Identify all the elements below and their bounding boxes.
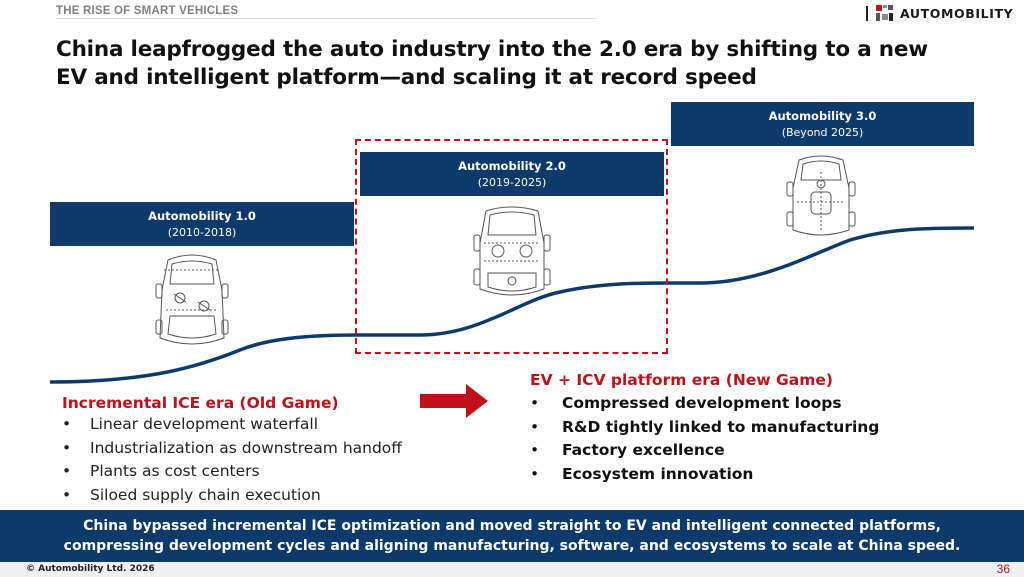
- automobility-logo-icon: [876, 5, 893, 21]
- era-years: (2010-2018): [167, 226, 237, 239]
- car-sketch-icon: [786, 155, 856, 236]
- list-item: Siloed supply chain execution: [62, 484, 482, 508]
- list-item: Industrialization as downstream handoff: [62, 437, 482, 461]
- era-name: Automobility 2.0: [458, 159, 566, 173]
- old-game-section: Incremental ICE era (Old Game) Linear de…: [62, 393, 482, 507]
- era-years: (Beyond 2025): [781, 126, 864, 139]
- car-sketch-icon: [155, 254, 229, 345]
- footer: © Automobility Ltd. 2026 36: [0, 562, 1024, 577]
- growth-curve-line: [49, 226, 975, 384]
- brand: AUTOMOBILITY: [866, 3, 1013, 23]
- page-title: China leapfrogged the auto industry into…: [56, 36, 986, 92]
- brand-name: AUTOMOBILITY: [900, 5, 1014, 21]
- era-years: (2019-2025): [477, 176, 547, 189]
- list-item: Linear development waterfall: [62, 413, 482, 437]
- highlight-frame-era-2: [355, 139, 668, 354]
- era-box-3: Automobility 3.0 (Beyond 2025): [671, 102, 974, 146]
- new-game-list: Compressed development loops R&D tightly…: [530, 392, 990, 486]
- summary-banner: China bypassed incremental ICE optimizat…: [0, 510, 1024, 562]
- old-game-list: Linear development waterfall Industriali…: [62, 413, 482, 507]
- list-item: Plants as cost centers: [62, 460, 482, 484]
- new-game-heading: EV + ICV platform era (New Game): [530, 371, 833, 389]
- banner-line-1: China bypassed incremental ICE optimizat…: [83, 518, 941, 534]
- era-box-2: Automobility 2.0 (2019-2025): [360, 152, 664, 196]
- right-arrow-icon: [420, 384, 488, 418]
- title-line-2: EV and intelligent platform—and scaling …: [56, 65, 757, 90]
- car-sketch-icon: [473, 206, 551, 296]
- list-item: Factory excellence: [530, 439, 990, 463]
- brand-divider: [866, 5, 868, 21]
- list-item: Ecosystem innovation: [530, 463, 990, 487]
- new-game-section: EV + ICV platform era (New Game) Compres…: [530, 370, 990, 486]
- era-name: Automobility 1.0: [148, 209, 256, 223]
- old-game-heading: Incremental ICE era (Old Game): [62, 394, 339, 412]
- copyright-text: © Automobility Ltd. 2026: [26, 564, 155, 574]
- list-item: Compressed development loops: [530, 392, 990, 416]
- section-label: THE RISE OF SMART VEHICLES: [56, 5, 596, 19]
- era-box-1: Automobility 1.0 (2010-2018): [50, 202, 354, 246]
- era-name: Automobility 3.0: [768, 109, 877, 123]
- title-line-1: China leapfrogged the auto industry into…: [56, 37, 928, 62]
- top-bar: THE RISE OF SMART VEHICLES AUTOMOBILITY: [0, 0, 1024, 24]
- banner-line-2: compressing development cycles and align…: [63, 538, 961, 554]
- page-number: 36: [996, 562, 1010, 576]
- list-item: R&D tightly linked to manufacturing: [530, 416, 990, 440]
